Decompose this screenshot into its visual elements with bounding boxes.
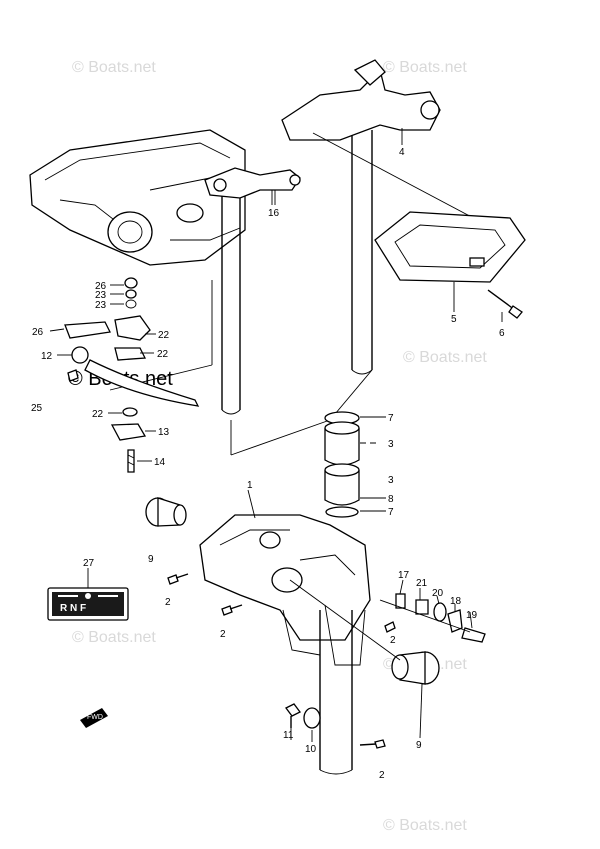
part-number-labels: 16 4 5 6 7 3 3 8 7 1 9 9 2 2 2 2 17 21 2…: [31, 147, 505, 781]
fwd-text: FWD: [87, 714, 103, 721]
label-17: 21: [416, 578, 428, 589]
label-2: 2: [379, 770, 385, 781]
label-14: 18: [450, 596, 462, 607]
label-27: 27: [83, 558, 95, 569]
label-12: 16: [268, 208, 280, 219]
label-26: 26: [32, 327, 44, 338]
label-3: 3: [388, 475, 394, 486]
rnf-label-plate-27: R N F: [47, 587, 129, 621]
label-10: 10: [305, 744, 317, 755]
plate-5: [374, 211, 526, 283]
label-22: 22: [92, 409, 104, 420]
watermark: © Boats.net: [383, 59, 467, 76]
label-24: 25: [31, 403, 43, 414]
lock-lever-assembly: [64, 277, 200, 473]
watermark: © Boats.net: [72, 59, 156, 76]
clamp-bracket-1: [199, 514, 371, 666]
label-7: 7: [388, 507, 394, 518]
label-19: 13: [158, 427, 170, 438]
label-13: 17: [398, 570, 410, 581]
flanged-bushing-9-right: [289, 579, 440, 685]
label-9: 9: [416, 740, 422, 751]
plunger-assembly: [379, 593, 486, 643]
watermark: © Boats.net: [383, 817, 467, 834]
label-2: 2: [390, 635, 396, 646]
label-5: 5: [451, 314, 457, 325]
label-16: 20: [432, 588, 444, 599]
label-23: 23: [95, 290, 107, 301]
swivel-tube: [319, 610, 353, 775]
label-25: 26: [95, 281, 107, 292]
bottom-parts: [285, 703, 321, 729]
bolts-2: [167, 573, 396, 749]
label-21: 22: [158, 330, 170, 341]
flanged-bushing-9-left: [145, 497, 187, 527]
leader-lines: [49, 128, 503, 742]
label-2: 2: [220, 629, 226, 640]
label-18: 12: [41, 351, 53, 362]
label-7: 7: [388, 413, 394, 424]
label-6: 6: [499, 328, 505, 339]
rnf-text: R N F: [60, 603, 86, 614]
label-22: 22: [157, 349, 169, 360]
label-20: 14: [154, 457, 166, 468]
fwd-indicator: FWD: [80, 708, 108, 728]
label-1: 1: [247, 480, 253, 491]
watermark: © Boats.net: [72, 629, 156, 646]
left-shaft: [221, 185, 241, 455]
label-11: 11: [283, 730, 294, 741]
steering-arm-12: [204, 167, 301, 205]
bushing-stack: [324, 411, 380, 518]
watermark: © Boats.net: [403, 349, 487, 366]
swivel-bracket-housing: [29, 129, 246, 266]
label-2: 2: [165, 597, 171, 608]
label-4: 4: [399, 147, 405, 158]
bolt-6: [487, 289, 523, 319]
label-15: 19: [466, 610, 478, 621]
label-9: 9: [148, 554, 154, 565]
label-3: 3: [388, 439, 394, 450]
label-8: 8: [388, 494, 394, 505]
upper-arm-4: [281, 59, 441, 141]
label-23: 23: [95, 300, 107, 311]
